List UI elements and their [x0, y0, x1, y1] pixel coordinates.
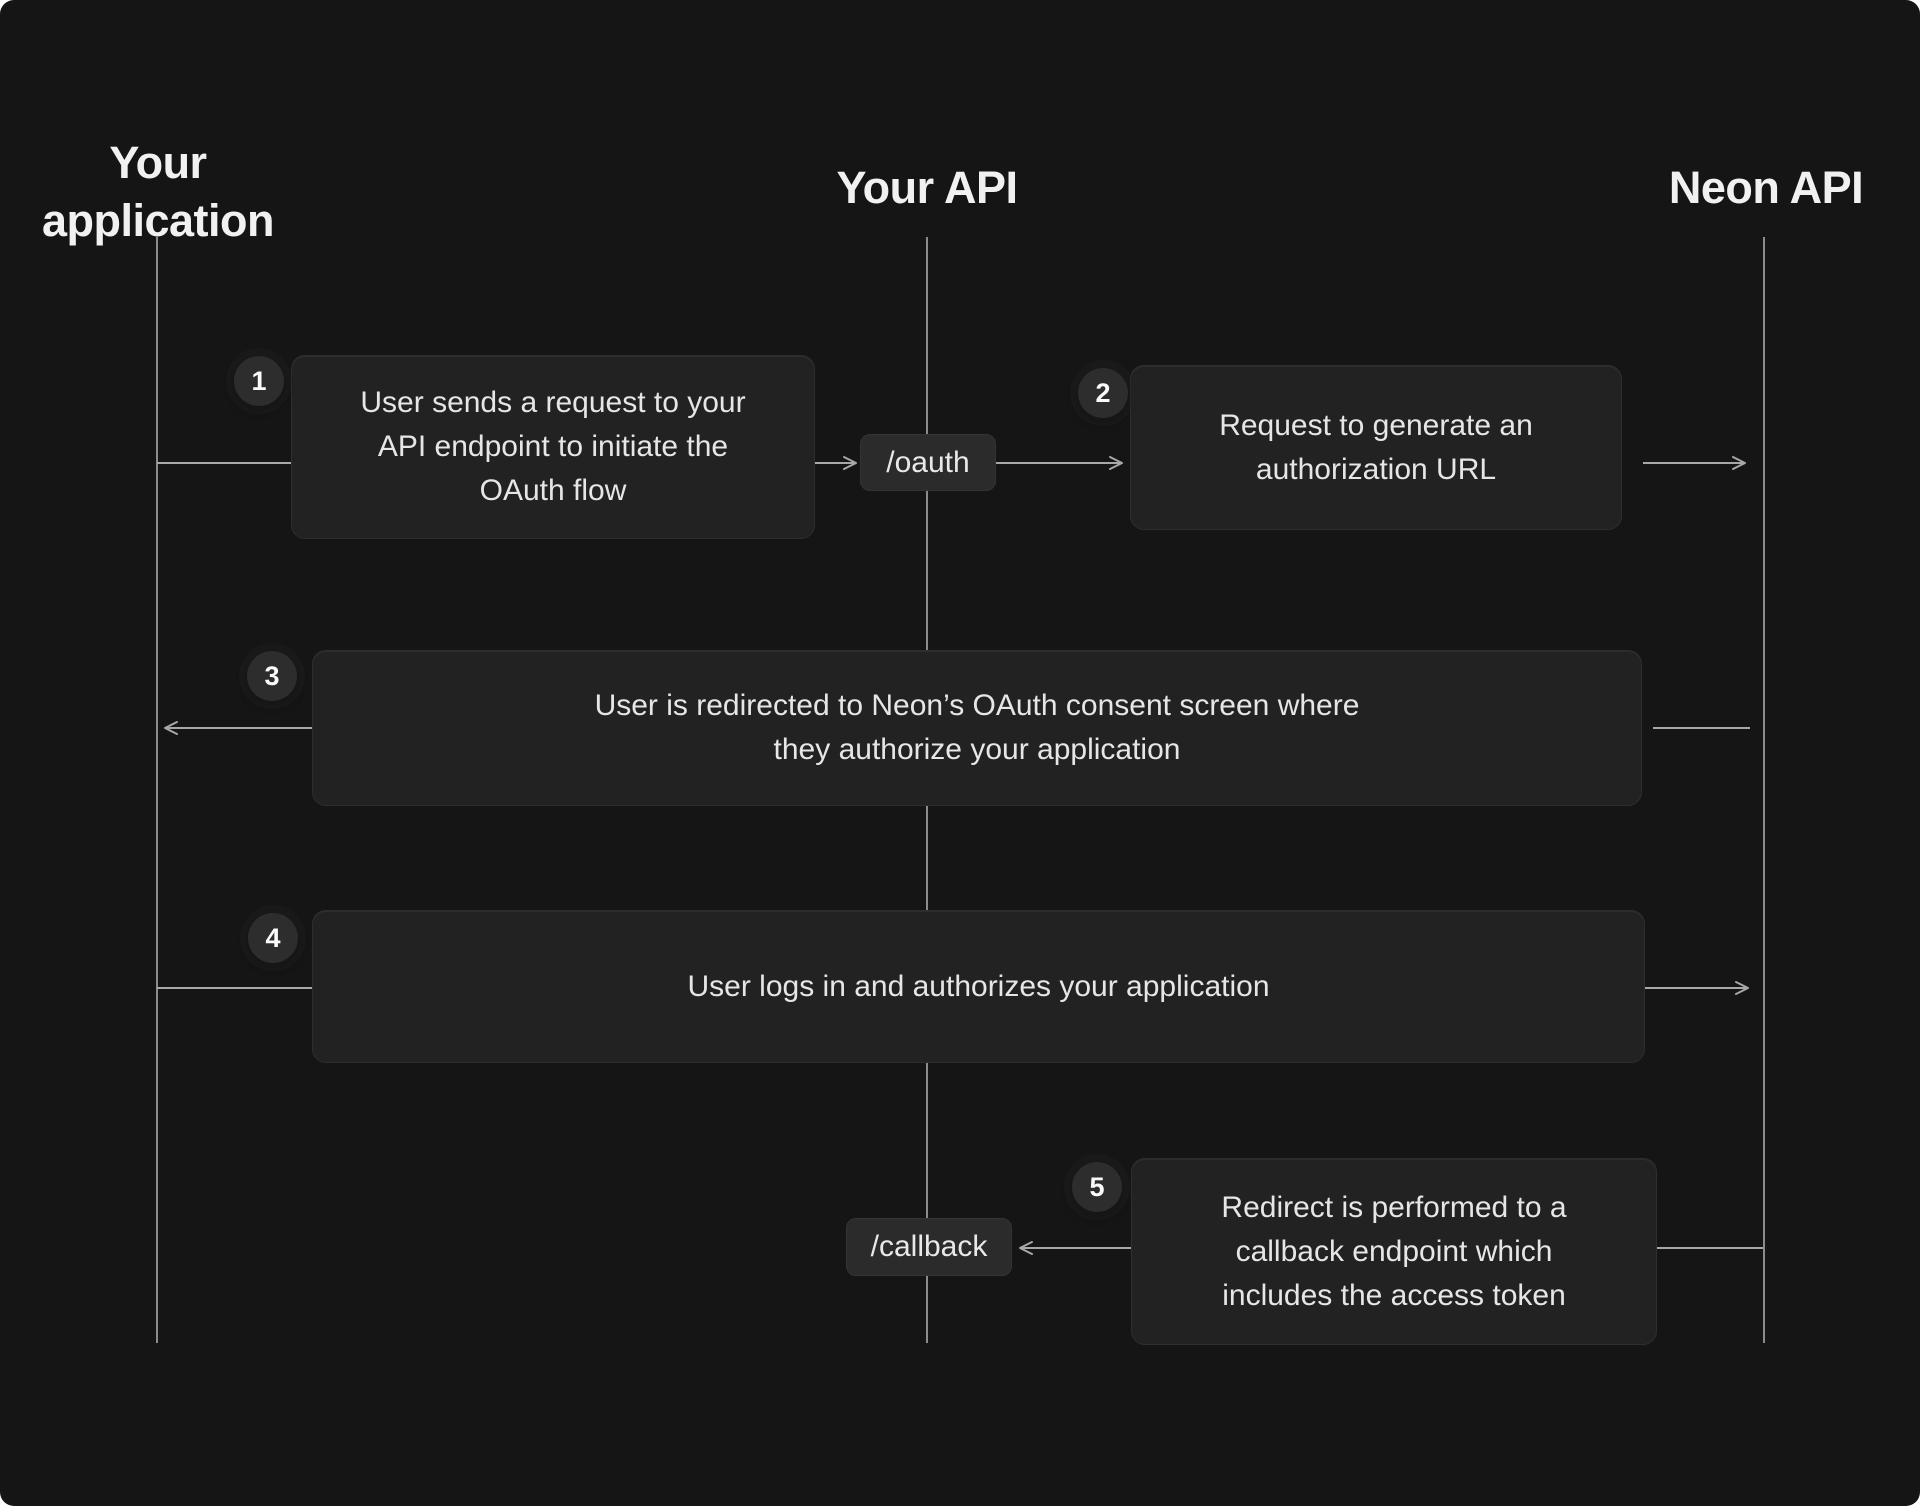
lifeline-your-application: [156, 237, 158, 1343]
step-4-box: User logs in and authorizes your applica…: [312, 910, 1645, 1063]
step-1-number-badge: 1: [234, 356, 284, 406]
lane-header-neon-api: Neon API: [1668, 162, 1864, 213]
callback-endpoint-label: /callback: [846, 1218, 1012, 1276]
lane-header-your-application: Your application: [41, 137, 275, 246]
step-1-box: User sends a request to your API endpoin…: [291, 355, 815, 539]
step-5-text: Redirect is performed to a callback endp…: [1221, 1190, 1567, 1312]
step-2-text: Request to generate an authorization URL: [1219, 408, 1533, 486]
step-1-text: User sends a request to your API endpoin…: [360, 386, 746, 507]
step-5-box: Redirect is performed to a callback endp…: [1131, 1158, 1657, 1345]
step-3-box: User is redirected to Neon’s OAuth conse…: [312, 650, 1642, 806]
step-3-number-badge: 3: [247, 651, 297, 701]
step-4-number-badge: 4: [248, 913, 298, 963]
oauth-endpoint-label: /oauth: [860, 434, 996, 491]
step-2-box: Request to generate an authorization URL: [1130, 365, 1622, 530]
lane-header-your-api: Your API: [836, 162, 1018, 213]
step-4-text: User logs in and authorizes your applica…: [687, 969, 1270, 1003]
step-2-number-badge: 2: [1078, 368, 1128, 418]
step-5-number-badge: 5: [1072, 1162, 1122, 1212]
step-3-text: User is redirected to Neon’s OAuth conse…: [594, 689, 1360, 766]
lifeline-neon-api: [1763, 237, 1765, 1343]
